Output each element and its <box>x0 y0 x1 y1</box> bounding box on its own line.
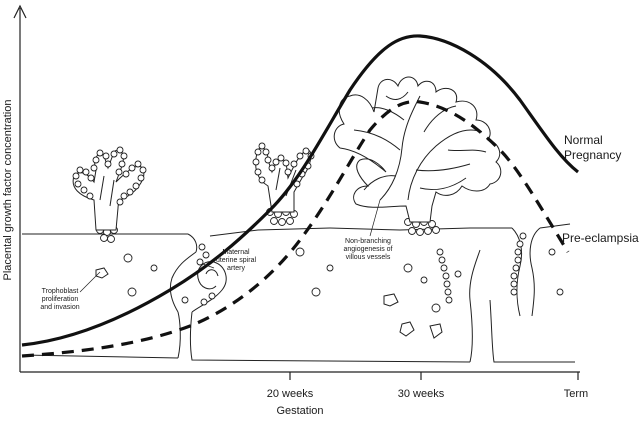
trophoblast-cell <box>258 176 266 184</box>
trophoblast-cell <box>254 148 262 156</box>
villus-mid <box>252 142 315 213</box>
trophoblast-cell <box>272 158 280 166</box>
x-axis-label: Gestation <box>276 405 323 417</box>
trophoblast-cell <box>132 182 140 190</box>
trophoblast-cell <box>72 172 80 180</box>
trophoblast-cell <box>110 150 118 158</box>
trophoblast-label-line2: proliferation <box>42 296 79 303</box>
trophoblast-cell <box>118 160 126 168</box>
preeclampsia-label: Pre-eclampsia <box>562 231 639 245</box>
trophoblast-label-line1: Trophoblast <box>42 288 79 295</box>
axes <box>13 4 580 380</box>
trophoblast-cell <box>116 198 124 206</box>
mid-invasion-cells <box>436 248 453 304</box>
villus-early <box>72 146 147 231</box>
trophoblast-cell <box>116 146 124 154</box>
trophoblast-cell <box>262 148 270 156</box>
scattered-cells <box>95 247 564 339</box>
trophoblast-label-line3: and invasion <box>40 304 79 311</box>
leader-lines <box>79 199 381 293</box>
trophoblast-cell <box>128 164 136 172</box>
trophoblast-cell <box>96 149 104 157</box>
trophoblast-cell <box>252 158 260 166</box>
trophoblast-cell <box>254 168 262 176</box>
curves <box>21 34 579 358</box>
spiral-artery-label-line1: Maternal <box>222 249 250 256</box>
spiral-artery-label-line2: uterine spiral <box>216 257 257 264</box>
trophoblast-cell <box>120 152 128 160</box>
tick-label-30-weeks: 30 weeks <box>398 388 445 400</box>
normal-pregnancy-curve <box>21 34 579 347</box>
trophoblast-cell <box>120 192 128 200</box>
spiral-artery-label-line3: artery <box>227 265 245 272</box>
trophoblast-cell <box>122 170 130 178</box>
tick-label-term: Term <box>564 388 588 400</box>
trophoblast-cell <box>290 160 298 168</box>
y-axis-label: Placental growth factor concentration <box>2 100 14 281</box>
trophoblast-cell <box>264 156 272 164</box>
tick-label-20-weeks: 20 weeks <box>267 388 314 400</box>
trophoblast-cell <box>296 152 304 160</box>
trophoblast-cell <box>90 164 98 172</box>
trophoblast-cell <box>284 168 292 176</box>
trophoblast-cell <box>76 166 84 174</box>
trophoblast-cell <box>277 154 285 162</box>
trophoblast-cell <box>126 188 134 196</box>
angiogenesis-label-line2: angiogenesis of <box>343 246 392 253</box>
trophoblast-cell <box>302 147 310 155</box>
trophoblast-cell <box>82 168 90 176</box>
trophoblast-cell <box>87 174 95 182</box>
trophoblast-cell <box>80 186 88 194</box>
y-axis-arrow-icon <box>13 4 27 19</box>
trophoblast-cell <box>268 164 276 172</box>
trophoblast-cell <box>86 192 94 200</box>
trophoblast-cell <box>282 159 290 167</box>
decidua-top-mid <box>209 227 331 237</box>
trophoblast-cell <box>104 160 112 168</box>
decidua-tissue <box>21 208 575 363</box>
trophoblast-cell <box>102 152 110 160</box>
trophoblast-cell <box>115 168 123 176</box>
preeclampsia-curve <box>21 100 570 358</box>
right-vessel <box>510 227 541 317</box>
trophoblast-cell <box>74 180 82 188</box>
spiral-artery <box>169 243 227 313</box>
trophoblast-cell <box>139 166 147 174</box>
trophoblast-cell <box>137 174 145 182</box>
trophoblast-cell <box>258 142 266 150</box>
angiogenesis-label-line1: Non-branching <box>345 238 391 245</box>
trophoblast-cell <box>92 156 100 164</box>
angiogenesis-label-line3: villous vessels <box>346 254 391 261</box>
trophoblast-cell <box>134 160 142 168</box>
normal-pregnancy-label-line2: Pregnancy <box>564 148 621 162</box>
normal-pregnancy-label-line1: Normal <box>564 133 603 147</box>
